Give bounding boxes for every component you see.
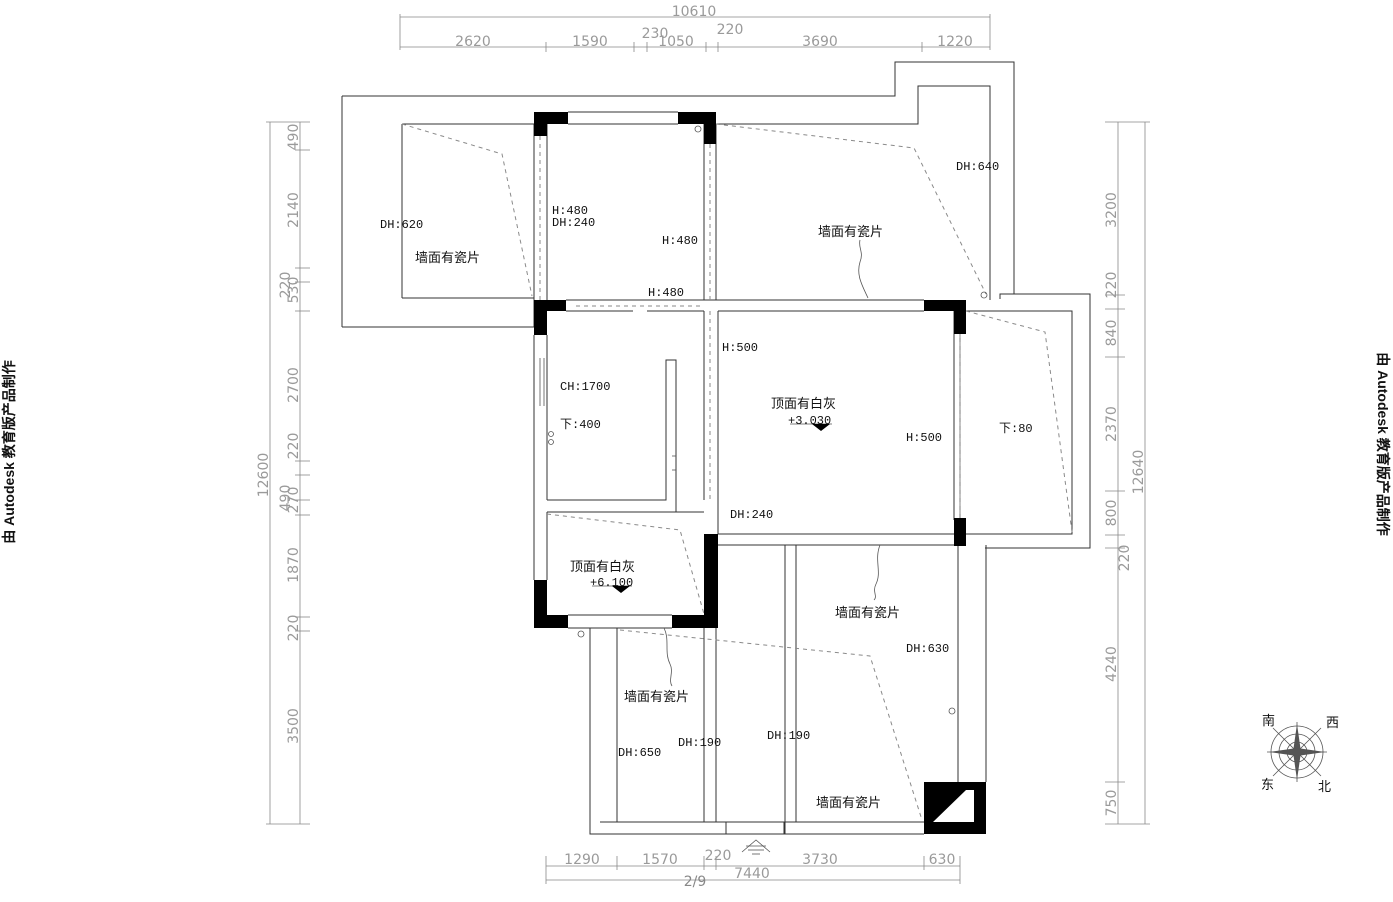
label-down80: 下:80 <box>999 422 1033 436</box>
dim-top-3: 230 <box>642 26 669 42</box>
entrance-marker <box>741 839 771 855</box>
dim-top-7: 1220 <box>937 34 973 50</box>
bottom-dimensions: 1290 1570 220 3730 630 7440 <box>545 848 961 884</box>
label-dh240-1: DH:240 <box>552 216 595 230</box>
compass-icon <box>1267 722 1327 782</box>
label-tile-wall-4: 墙面有瓷片 <box>624 690 689 705</box>
dim-top-1: 2620 <box>455 34 491 50</box>
dim-right-7: 4240 <box>1104 646 1120 682</box>
dim-left-total: 12600 <box>256 453 272 498</box>
dim-left-2: 2140 <box>286 192 302 228</box>
dim-right-total: 12640 <box>1131 450 1147 495</box>
label-tile-wall-2: 墙面有瓷片 <box>818 225 883 240</box>
dim-left-8: 270 <box>286 487 302 514</box>
ceiling-dashed-lines <box>401 123 1073 821</box>
label-tile-wall-1: 墙面有瓷片 <box>415 251 480 266</box>
room-labels: DH:620 墙面有瓷片 H:480 DH:240 H:480 H:480 DH… <box>380 160 1033 811</box>
elevation-marker-1 <box>790 423 832 431</box>
dim-right-3: 840 <box>1104 320 1120 347</box>
compass-rose: 南 西 东 北 <box>1261 713 1339 795</box>
dim-left-11: 3500 <box>286 708 302 744</box>
label-ceiling-2: 顶面有白灰 <box>570 559 635 575</box>
label-dh630: DH:630 <box>906 642 949 656</box>
dim-top-total: 10610 <box>672 4 717 20</box>
left-dimensions: 12600 490 2140 220 530 2700 220 490 270 … <box>256 121 310 825</box>
dim-top-2: 1590 <box>572 34 608 50</box>
label-h480-1: H:480 <box>552 204 588 218</box>
dim-right-6: 220 <box>1117 545 1133 572</box>
right-dimensions: 12640 3200 220 840 2370 800 220 4240 750 <box>1104 121 1150 825</box>
label-elev-2: +6.100 <box>590 576 633 590</box>
leader-lines <box>663 239 881 687</box>
dim-bottom-1: 1290 <box>564 852 600 868</box>
label-h480-2: H:480 <box>662 234 698 248</box>
dim-bottom-5: 630 <box>929 852 956 868</box>
walls <box>341 61 1091 835</box>
dim-left-3: 220 <box>278 272 294 299</box>
dim-right-2: 220 <box>1104 272 1120 299</box>
dim-right-4: 2370 <box>1104 406 1120 442</box>
page-number: 2/9 <box>684 874 707 890</box>
label-h500-2: H:500 <box>906 431 942 445</box>
compass-east: 东 <box>1261 778 1274 793</box>
fixture-symbols <box>548 125 988 715</box>
dim-left-7: 490 <box>278 485 294 512</box>
dim-bottom-2: 1570 <box>642 852 678 868</box>
watermark-left: 由 Autodesk 教育版产品制作 <box>1 360 17 544</box>
label-down400: 下:400 <box>560 418 601 432</box>
label-dh190-1: DH:190 <box>678 736 721 750</box>
label-tile-wall-5: 墙面有瓷片 <box>816 796 881 811</box>
label-dh650: DH:650 <box>618 746 661 760</box>
structural-columns <box>534 112 986 834</box>
dim-top-6: 3690 <box>802 34 838 50</box>
dim-top-5: 220 <box>717 22 744 38</box>
label-ch1700: CH:1700 <box>560 380 610 394</box>
dim-right-5: 800 <box>1104 500 1120 527</box>
label-ceiling-1: 顶面有白灰 <box>771 396 836 412</box>
label-dh240-2: DH:240 <box>730 508 773 522</box>
dim-right-1: 3200 <box>1104 192 1120 228</box>
dim-left-6: 220 <box>286 433 302 460</box>
watermark-right: 由 Autodesk 教育版产品制作 <box>1375 352 1391 536</box>
dim-left-10: 220 <box>286 615 302 642</box>
dim-left-5: 2700 <box>286 367 302 403</box>
compass-west: 西 <box>1326 716 1339 731</box>
label-elev-1: +3.030 <box>788 414 831 428</box>
label-dh190-2: DH:190 <box>767 729 810 743</box>
label-h480-3: H:480 <box>648 286 684 300</box>
label-dh640: DH:640 <box>956 160 999 174</box>
dim-left-1: 490 <box>286 124 302 151</box>
top-dimensions: 10610 2620 1590 230 1050 220 3690 1220 <box>399 4 991 52</box>
compass-south: 南 <box>1262 713 1275 729</box>
dim-left-9: 1870 <box>286 547 302 583</box>
elevation-marker-2 <box>592 585 632 593</box>
dim-bottom-total: 7440 <box>734 866 770 882</box>
compass-north: 北 <box>1318 780 1331 795</box>
label-tile-wall-3: 墙面有瓷片 <box>835 606 900 621</box>
dim-top-4: 1050 <box>658 34 694 50</box>
dim-bottom-4: 3730 <box>802 852 838 868</box>
dim-left-4: 530 <box>286 277 302 304</box>
label-h500-1: H:500 <box>722 341 758 355</box>
label-dh620: DH:620 <box>380 218 423 232</box>
dim-bottom-3: 220 <box>705 848 732 864</box>
dim-right-8: 750 <box>1104 790 1120 817</box>
